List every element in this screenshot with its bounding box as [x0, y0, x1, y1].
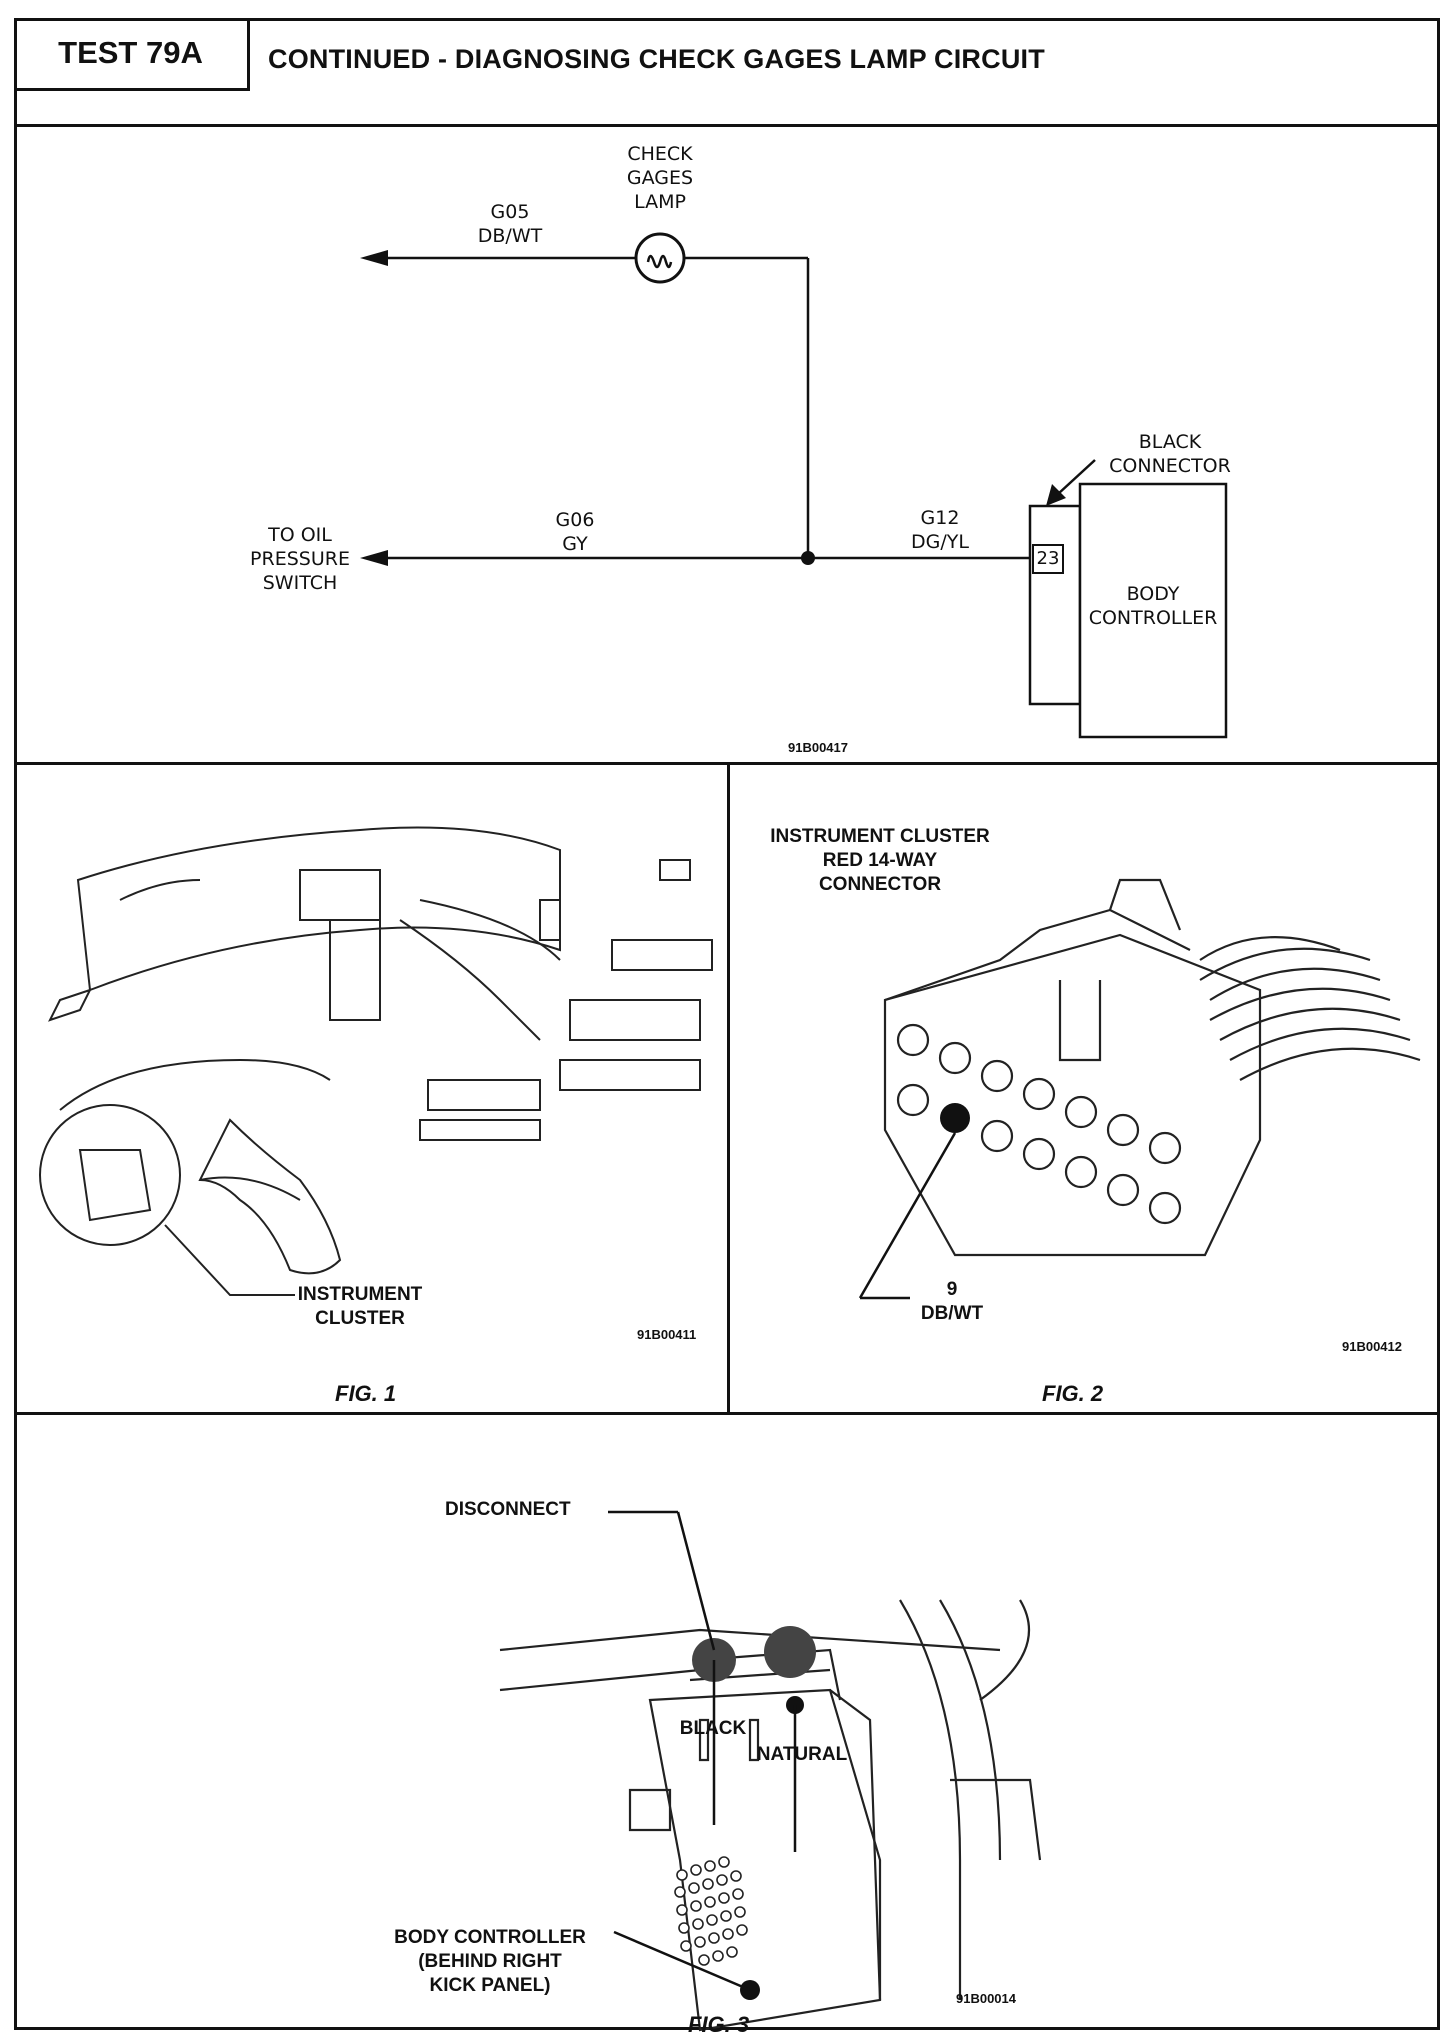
- disconnect-label: DISCONNECT: [445, 1499, 571, 1520]
- pin-9-dot: [940, 1103, 970, 1133]
- fig1-fig2-divider: [727, 764, 730, 1414]
- header-divider: [14, 124, 1440, 127]
- controller-vent-holes: [674, 1856, 748, 1966]
- black-label: BLACK: [679, 1718, 747, 1739]
- arrow-left-icon: [360, 550, 388, 566]
- natural-connector-plug: [764, 1626, 816, 1678]
- fig3-caption: FIG. 3: [688, 2012, 750, 2037]
- arrow-pointer-icon: [1046, 484, 1066, 506]
- fig3-code: 91B00014: [956, 1991, 1016, 2006]
- fig1-caption: FIG. 1: [335, 1381, 397, 1406]
- page-title: CONTINUED - DIAGNOSING CHECK GAGES LAMP …: [268, 44, 1045, 74]
- pin-number: 23: [1036, 548, 1060, 569]
- schematic-divider: [14, 762, 1440, 765]
- schematic-figure-code: 91B00417: [788, 740, 848, 755]
- page-frame: [14, 18, 1440, 2030]
- connector-pins: [896, 1023, 1182, 1225]
- fig1-code: 91B00411: [637, 1327, 697, 1342]
- natural-label: NATURAL: [756, 1744, 848, 1765]
- fig2-code: 91B00412: [1342, 1339, 1402, 1354]
- splice-dot: [801, 551, 815, 565]
- arrow-left-icon: [360, 250, 388, 266]
- test-number: TEST 79A: [14, 18, 250, 91]
- fig2-caption: FIG. 2: [1042, 1381, 1104, 1406]
- body-controller-box: [1078, 482, 1228, 739]
